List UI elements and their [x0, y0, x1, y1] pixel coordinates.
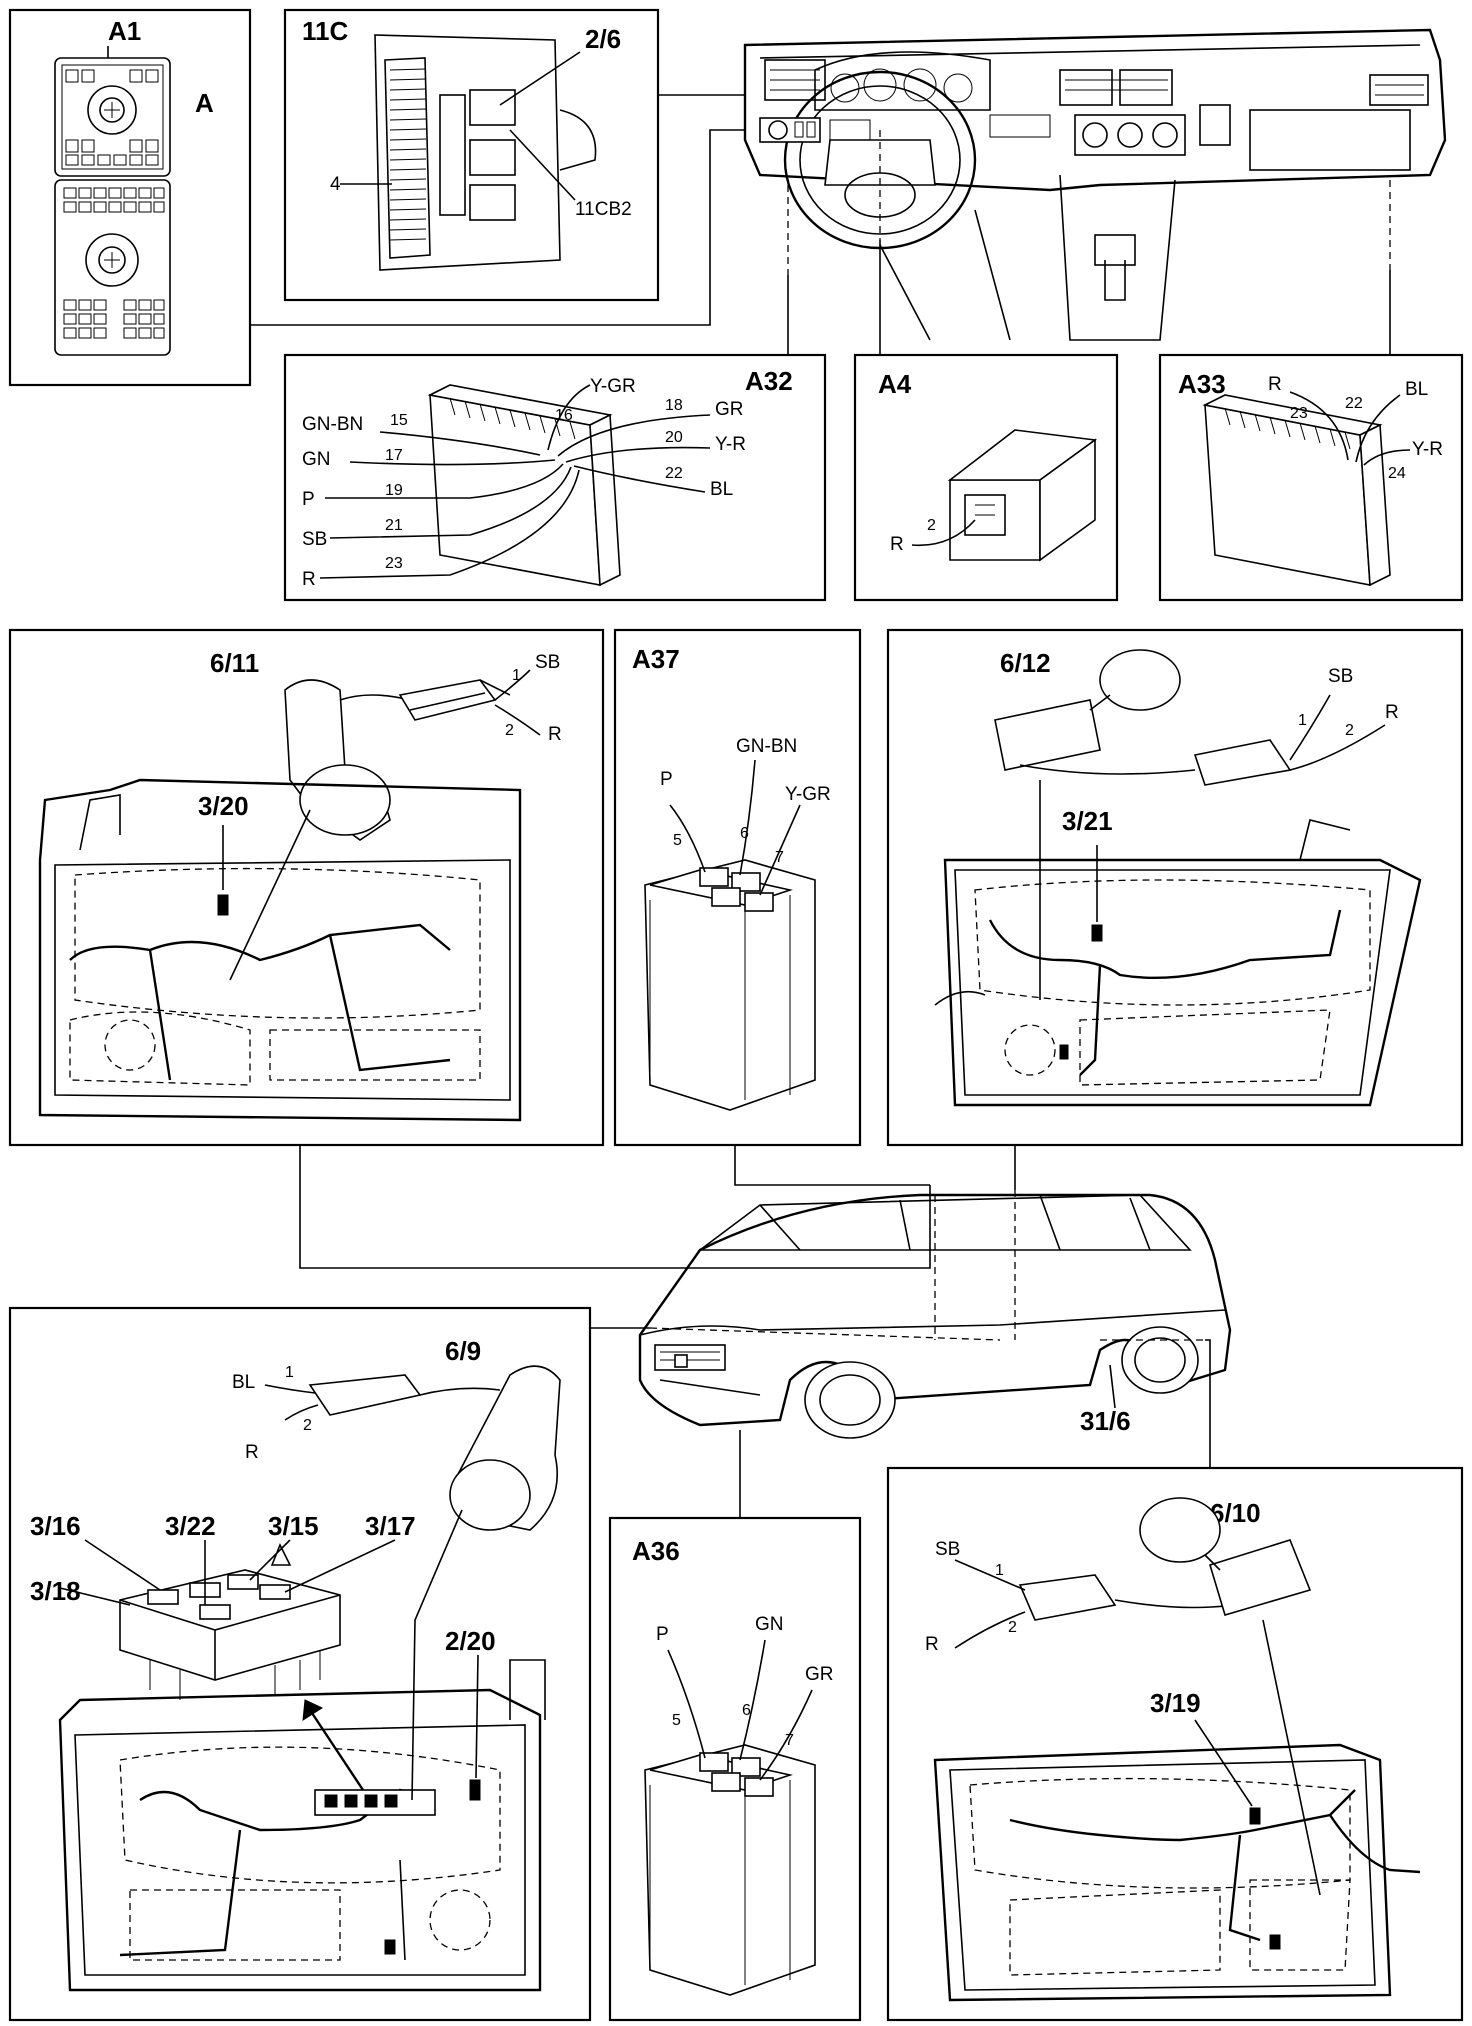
a32-title: A32 [745, 366, 793, 396]
fl-wire2-pin: 2 [303, 1417, 312, 1434]
rr-wire2-color: R [1385, 702, 1399, 723]
a32-pin-23: 23 [385, 555, 403, 572]
a37-wire-color-p: P [660, 769, 673, 790]
a4-wire-color: R [890, 534, 904, 555]
panel-door-rear-right: 6/12 3/21 SB 1 R 2 [886, 628, 1464, 1147]
a37-title: A37 [632, 644, 680, 674]
a32-pin-18: 18 [665, 397, 683, 414]
a32-wire-color-y-gr: Y-GR [590, 376, 636, 397]
a32-wire-color-r: R [302, 569, 316, 590]
a1-pin-grid-bottom [63, 187, 165, 339]
a32-pin-19: 19 [385, 482, 403, 499]
relay-2-6-label: 2/6 [585, 24, 621, 54]
window-switch-block [119, 1543, 341, 1700]
panel-door-front-right: 6/11 3/20 SB 1 R 2 [8, 628, 605, 1147]
fl-wire2-color: R [245, 1442, 259, 1463]
connector-2-20-label: 2/20 [445, 1626, 496, 1656]
a33-title: A33 [1178, 369, 1226, 399]
a36-pin-5: 5 [672, 1712, 681, 1729]
panel-door-front-left: 6/9 BL 1 R 2 3/16 3/22 3/15 3/17 3/18 2/… [8, 1306, 592, 2022]
panel-a37: A37 P 5 GN-BN 6 Y-GR 7 [613, 628, 862, 1147]
a4-pin: 2 [927, 517, 936, 534]
fr-wire1-pin: 1 [512, 667, 521, 684]
a32-wire-color-sb: SB [302, 529, 327, 550]
a32-wire-color-gn-bn: GN-BN [302, 414, 363, 435]
a36-pin-6: 6 [742, 1702, 751, 1719]
fr-wire2-color: R [548, 724, 562, 745]
panel-a4: A4 R 2 [853, 353, 1119, 602]
rr-wire1-color: SB [1328, 666, 1353, 687]
rl-wire2-color: R [925, 1634, 939, 1655]
a33-pin-23: 23 [1290, 405, 1308, 422]
a37-wire-color-gn-bn: GN-BN [736, 736, 797, 757]
switch-3-16-label: 3/16 [30, 1511, 81, 1541]
a33-pin-22: 22 [1345, 395, 1363, 412]
fl-wire1-pin: 1 [285, 1364, 294, 1381]
a32-wire-color-bl: BL [710, 479, 733, 500]
rr-wire1-pin: 1 [1298, 712, 1307, 729]
a33-wire-color-y-r: Y-R [1412, 439, 1443, 460]
switch-3-22-label: 3/22 [165, 1511, 216, 1541]
fr-wire1-color: SB [535, 652, 560, 673]
a36-wire-color-gr: GR [805, 1664, 834, 1685]
a36-pin-7: 7 [785, 1732, 794, 1749]
a37-pin-7: 7 [775, 849, 784, 866]
switch-3-20-label: 3/20 [198, 791, 249, 821]
panel-a32: A32 GN-BN 15 GN 17 P 19 SB 21 R 23 Y-GR … [283, 353, 827, 602]
panel-a33: A33 R 23 BL 22 Y-R 24 [1158, 353, 1464, 602]
a37-wire-color-y-gr: Y-GR [785, 784, 831, 805]
fl-wire1-color: BL [232, 1372, 255, 1393]
a32-wire-color-y-r: Y-R [715, 434, 746, 455]
a32-pin-17: 17 [385, 447, 403, 464]
fuse-number-label: 4 [330, 174, 341, 195]
panel-a36: A36 P 5 GN 6 GR 7 [608, 1516, 862, 2022]
rr-wire2-pin: 2 [1345, 722, 1354, 739]
a33-pin-24: 24 [1388, 465, 1406, 482]
a33-pins [1224, 407, 1351, 450]
car-illustration: 31/6 [638, 1190, 1232, 1439]
a37-pin-5: 5 [673, 832, 682, 849]
a4-title: A4 [878, 369, 912, 399]
switch-3-19-label: 3/19 [1150, 1688, 1201, 1718]
a37-pin-6: 6 [740, 825, 749, 842]
motor-6-9-label: 6/9 [445, 1336, 481, 1366]
fuse-strip [389, 68, 427, 241]
a32-pin-22: 22 [665, 465, 683, 482]
switch-3-21-label: 3/21 [1062, 806, 1113, 836]
a32-wire-color-gn: GN [302, 449, 331, 470]
leader-lines [250, 94, 1391, 1518]
a32-pins [449, 397, 576, 440]
rl-wire2-pin: 2 [1008, 1619, 1017, 1636]
switch-3-17-label: 3/17 [365, 1511, 416, 1541]
motor-6-11-label: 6/11 [210, 648, 259, 678]
car-label-31-6: 31/6 [1080, 1406, 1131, 1436]
motor-6-12-label: 6/12 [1000, 648, 1051, 678]
switch-3-15-label: 3/15 [268, 1511, 319, 1541]
panel-11c: 11C 2/6 4 11CB2 [283, 8, 660, 302]
fr-wire2-pin: 2 [505, 722, 514, 739]
rl-wire1-pin: 1 [995, 1562, 1004, 1579]
panel-door-rear-left: 6/10 3/19 SB 1 R 2 [886, 1466, 1464, 2022]
panel-a1: A1 A [8, 8, 252, 387]
11c-title: 11C [302, 16, 348, 46]
rl-wire1-color: SB [935, 1539, 960, 1560]
a36-wire-color-p: P [656, 1624, 669, 1645]
circuit-breaker-label: 11CB2 [575, 199, 632, 220]
a36-wire-color-gn: GN [755, 1614, 784, 1635]
a33-wire-color-bl: BL [1405, 379, 1428, 400]
a32-pin-21: 21 [385, 517, 403, 534]
a32-pin-20: 20 [665, 429, 683, 446]
a32-pin-15: 15 [390, 412, 408, 429]
a32-pin-16: 16 [555, 407, 573, 424]
a32-wire-color-gr: GR [715, 399, 744, 420]
dashboard-illustration [743, 28, 1447, 341]
a32-wire-color-p: P [302, 489, 315, 510]
a36-title: A36 [632, 1536, 680, 1566]
a1-pin-grid-top [65, 69, 159, 166]
a1-sub-label: A [195, 88, 214, 118]
a1-title: A1 [108, 16, 141, 46]
a33-wire-color-r: R [1268, 374, 1282, 395]
